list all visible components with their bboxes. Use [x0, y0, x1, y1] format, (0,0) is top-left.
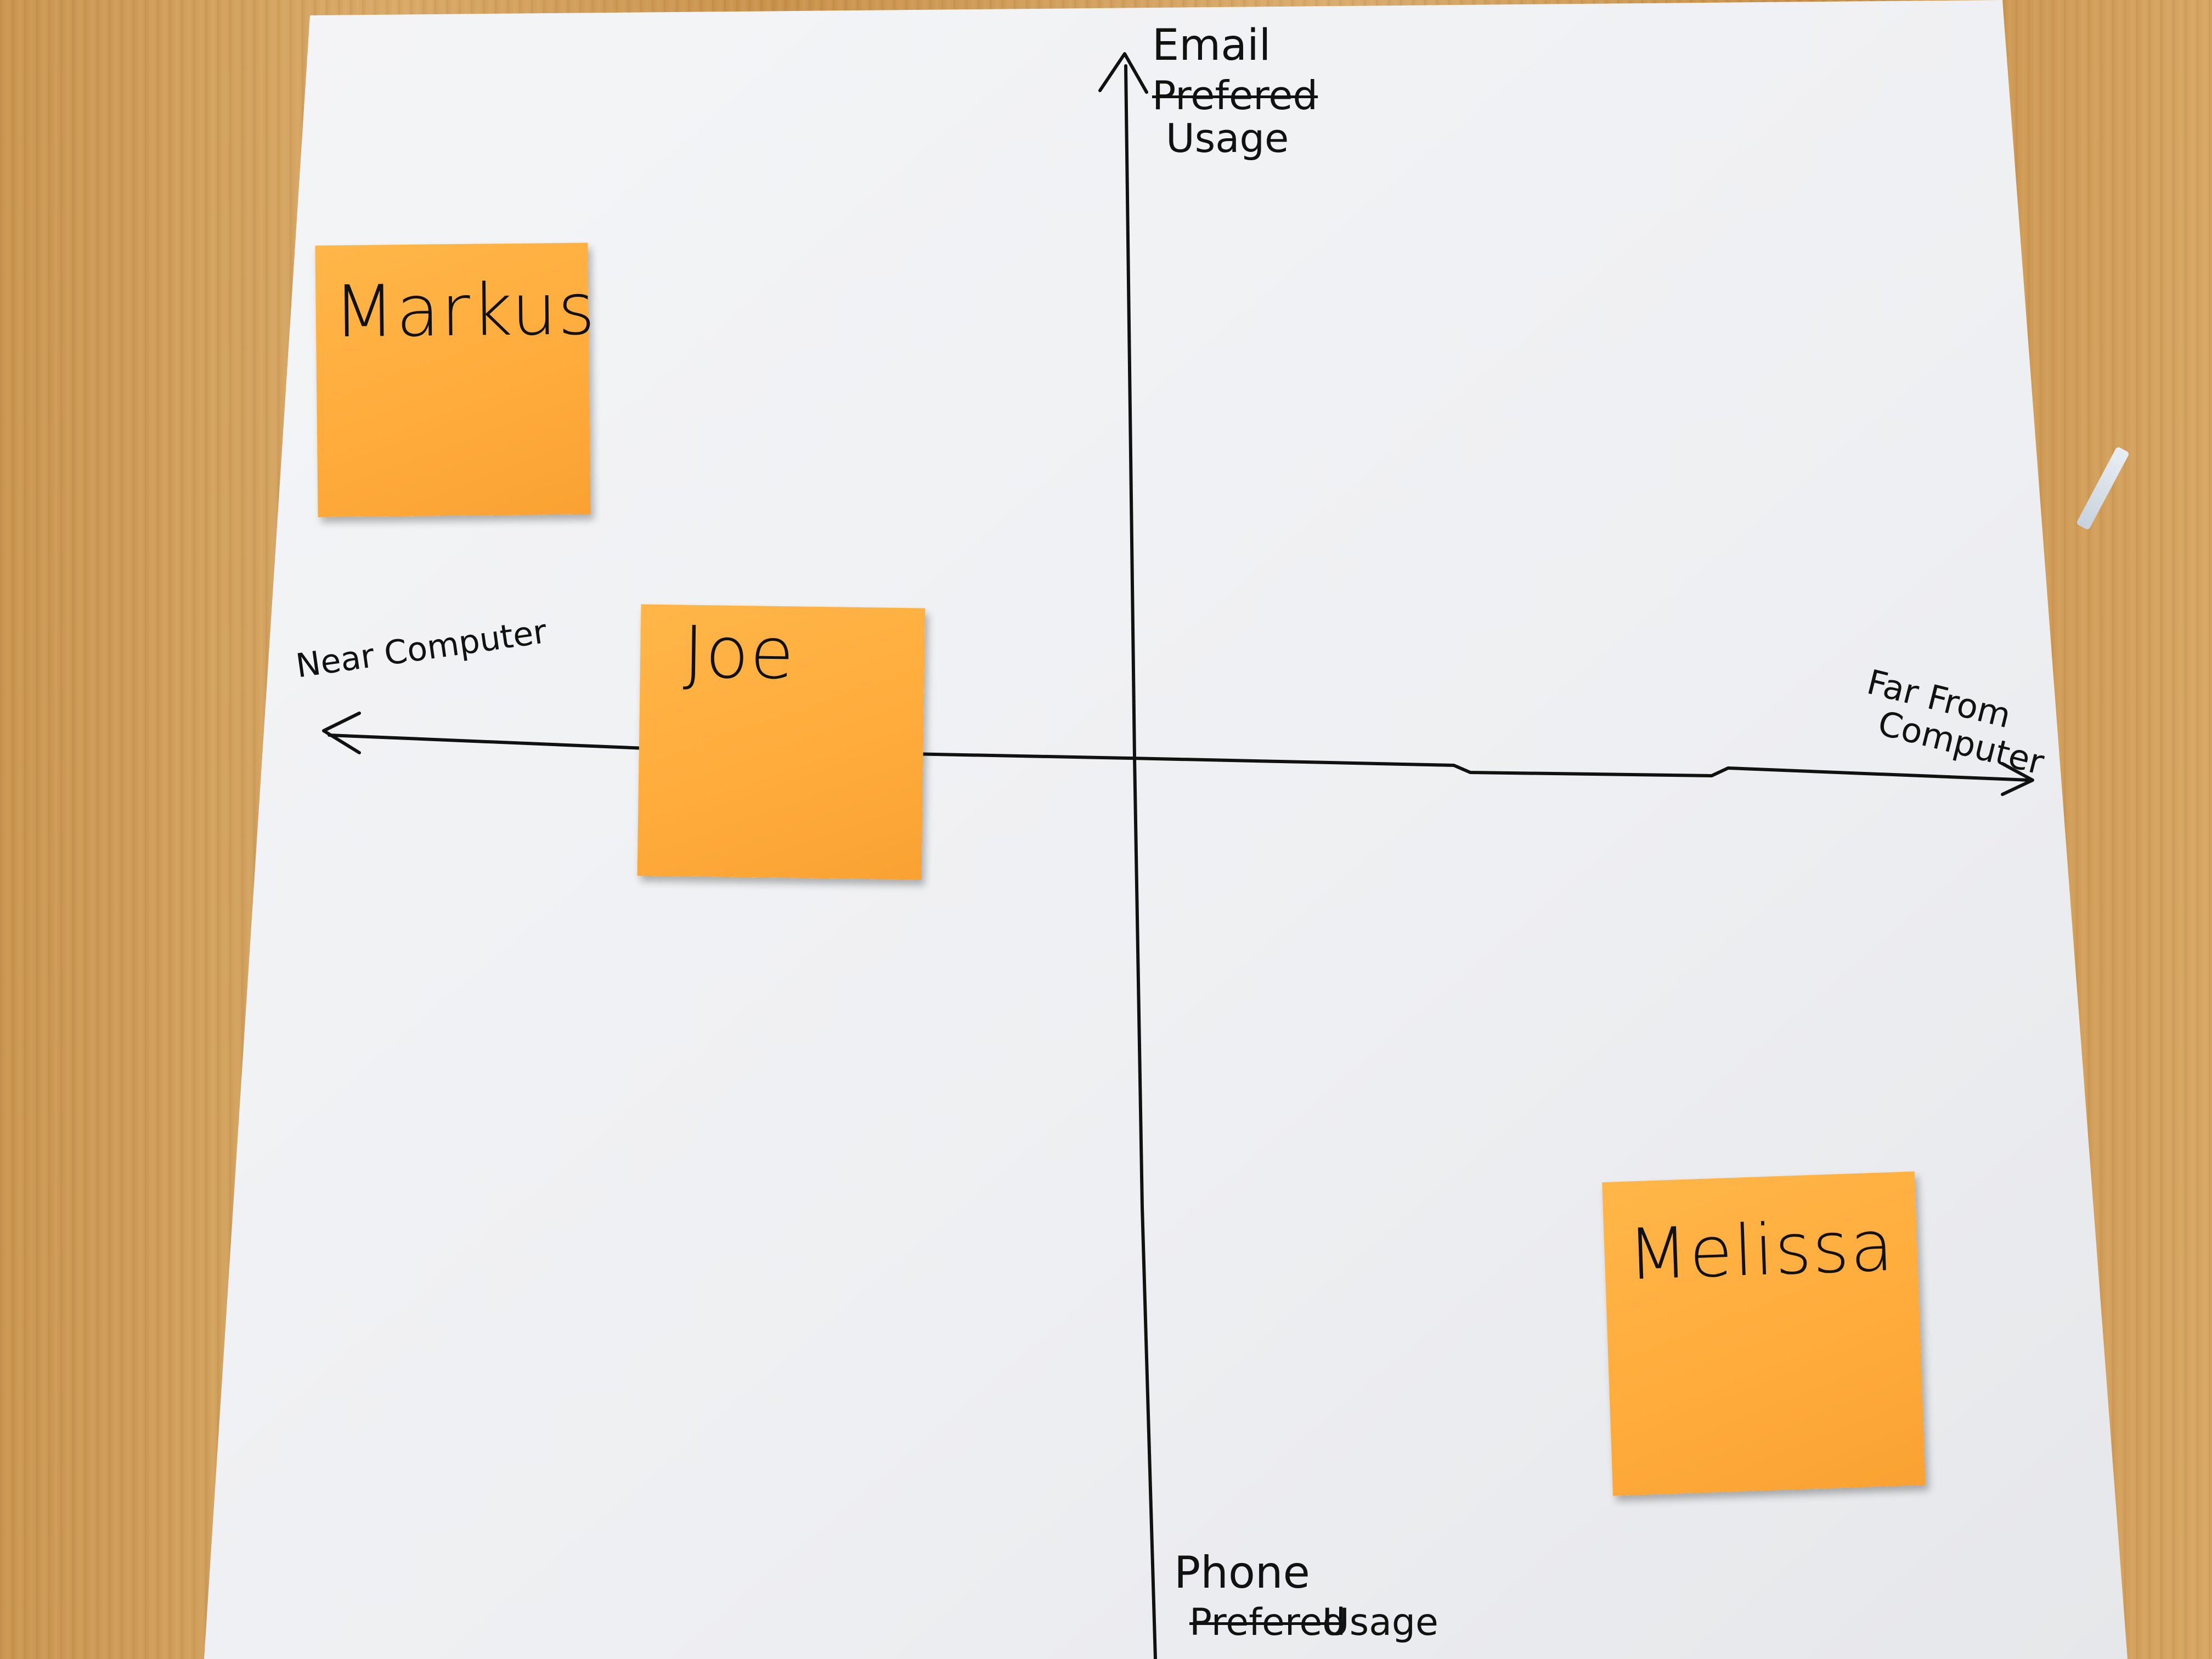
sticky-note-label: Melissa — [1626, 1205, 1896, 1296]
sticky-note-joe[interactable]: Joe — [637, 604, 926, 880]
axis-label-bottom-usage: Usage — [1322, 1601, 1438, 1644]
sticky-note-markus[interactable]: Markus — [315, 242, 596, 517]
axis-label-bottom-prefered-struck: Prefered — [1189, 1601, 1346, 1644]
axis-label-bottom-phone: Phone — [1174, 1547, 1310, 1598]
axis-label-top-email: Email — [1152, 21, 1271, 70]
sticky-note-label: Markus — [332, 267, 597, 354]
axis-label-top-usage: Usage — [1166, 115, 1289, 161]
axis-label-top-prefered-struck: Prefered — [1152, 72, 1318, 119]
sticky-note-label: Joe — [682, 610, 796, 696]
sticky-note-melissa[interactable]: Melissa — [1602, 1171, 1926, 1496]
